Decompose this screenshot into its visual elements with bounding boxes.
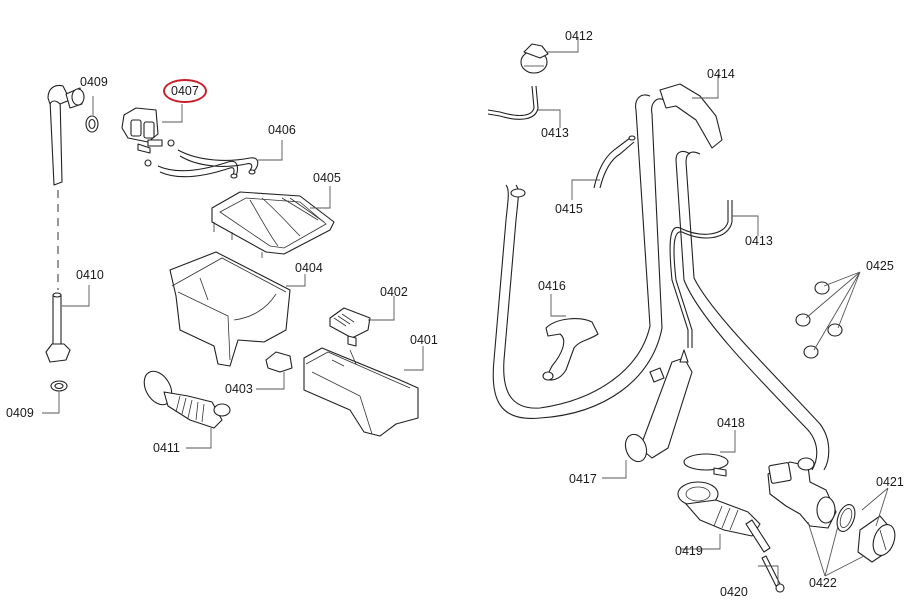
label-0414[interactable]: 0414 — [707, 67, 735, 81]
label-0425[interactable]: 0425 — [866, 259, 894, 273]
part-drawer-insert-0402[interactable] — [329, 307, 371, 347]
label-0413-lower[interactable]: 0413 — [745, 234, 773, 248]
part-inlet-hoses-0406[interactable] — [157, 149, 259, 179]
label-0404[interactable]: 0404 — [295, 261, 323, 275]
label-0421[interactable]: 0421 — [876, 475, 904, 489]
part-drain-pump-0422[interactable] — [767, 457, 837, 529]
part-sump-hose-0419[interactable] — [677, 481, 771, 553]
label-0403[interactable]: 0403 — [225, 382, 253, 396]
label-0410[interactable]: 0410 — [76, 268, 104, 282]
label-0409-top[interactable]: 0409 — [80, 75, 108, 89]
label-0409-bottom[interactable]: 0409 — [6, 406, 34, 420]
label-0416[interactable]: 0416 — [538, 279, 566, 293]
label-0412[interactable]: 0412 — [565, 29, 593, 43]
part-filter-0421[interactable] — [834, 502, 899, 563]
part-elbow-pipe[interactable] — [47, 84, 85, 186]
part-pressure-hose-0413-lower[interactable] — [669, 200, 733, 348]
label-0407-highlighted[interactable]: 0407 — [163, 79, 207, 103]
part-vent-hose-0415[interactable] — [593, 135, 636, 189]
part-pressure-hose-0413-top[interactable] — [487, 85, 539, 120]
part-pressure-chamber-0417[interactable] — [622, 349, 693, 465]
part-dispenser-housing-0404[interactable] — [169, 251, 291, 367]
label-0418[interactable]: 0418 — [717, 416, 745, 430]
label-0422[interactable]: 0422 — [809, 576, 837, 590]
leader-lines — [42, 38, 889, 586]
part-inlet-pipe-0410[interactable] — [45, 292, 71, 363]
part-dispenser-cover-0405[interactable] — [211, 191, 335, 258]
label-0411[interactable]: 0411 — [153, 441, 180, 455]
part-drain-hose-0414[interactable] — [492, 83, 830, 471]
part-hose-clamp-0418[interactable] — [683, 453, 729, 477]
label-0419[interactable]: 0419 — [675, 544, 703, 558]
label-0420[interactable]: 0420 — [720, 585, 748, 599]
part-detergent-drawer-0401[interactable] — [303, 347, 419, 437]
part-inlet-valve-0407[interactable] — [121, 107, 175, 167]
part-pressure-switch-0412[interactable] — [520, 43, 549, 74]
part-seal-0409-bottom[interactable] — [50, 380, 68, 392]
label-0406[interactable]: 0406 — [268, 123, 296, 137]
label-0415[interactable]: 0415 — [555, 202, 583, 216]
part-connector-0420[interactable] — [761, 555, 785, 593]
part-hose-bracket-0416[interactable] — [542, 318, 599, 381]
part-dispenser-bellows-0411[interactable] — [139, 366, 231, 429]
label-0417[interactable]: 0417 — [569, 472, 597, 486]
label-0401[interactable]: 0401 — [410, 333, 438, 347]
part-rubber-buffers-0425[interactable] — [795, 281, 843, 359]
part-seal-0409-top[interactable] — [85, 115, 99, 133]
label-0413-top[interactable]: 0413 — [541, 126, 569, 140]
part-drawer-latch-0403[interactable] — [265, 351, 293, 373]
label-0405[interactable]: 0405 — [313, 171, 341, 185]
label-0402[interactable]: 0402 — [380, 285, 408, 299]
